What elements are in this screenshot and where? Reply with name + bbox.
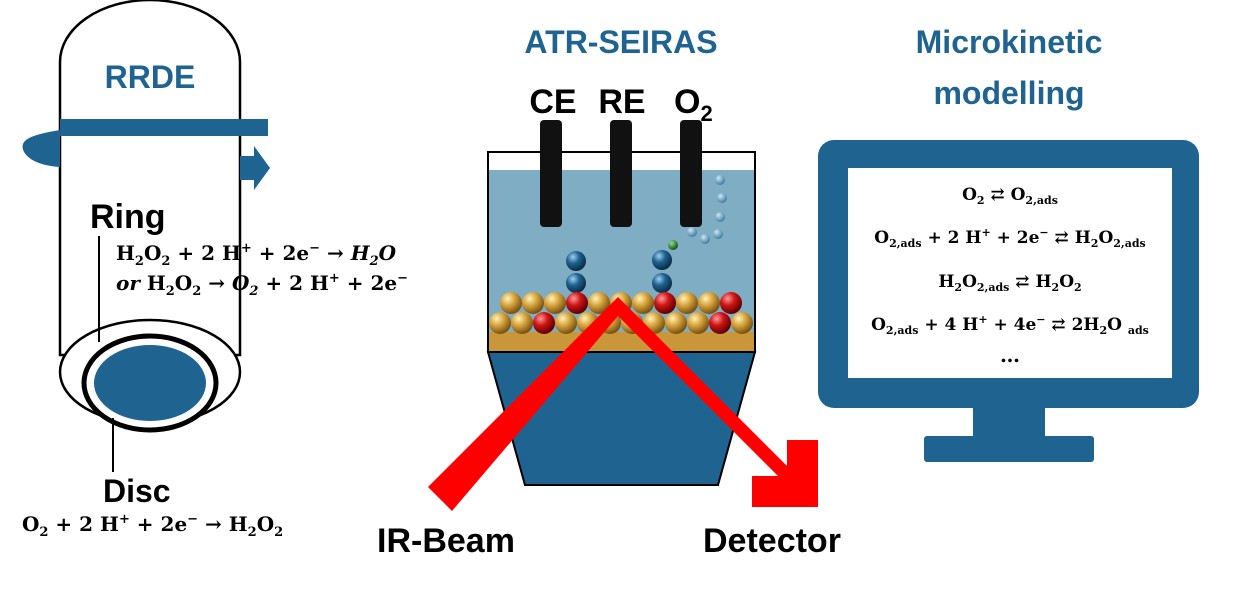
- rotation-arrow-icon: [240, 146, 270, 190]
- ir-beam-label: IR-Beam: [377, 522, 515, 560]
- re-label: RE: [598, 83, 645, 121]
- reference-electrode: [610, 120, 632, 227]
- disc-label: Disc: [103, 473, 171, 509]
- gold-film: [488, 332, 755, 352]
- ring-equation-1: H2O2 + 2 H+ + 2e− → H2O: [116, 241, 397, 269]
- counter-electrode: [540, 120, 562, 227]
- rrde-electrode-body: [58, 0, 242, 357]
- oxygen-bubbles: [687, 175, 727, 244]
- oxygen-inlet: [680, 120, 702, 227]
- seiras-panel: ATR-SEIRAS CE RE O2: [377, 24, 841, 560]
- model-equation-2: O2,ads + 2 H+ + 2e− ⇄ H2O2,ads: [874, 226, 1146, 250]
- model-equation-3: H2O2,ads ⇄ H2O2: [938, 272, 1081, 294]
- modelling-panel: Microkinetic modelling O2 ⇄ O2,ads O2,ad…: [818, 24, 1199, 462]
- rrde-title: RRDE: [105, 59, 196, 95]
- monitor-stand-base: [924, 436, 1094, 462]
- modelling-title-line2: modelling: [933, 75, 1084, 111]
- ir-beam-arrow: [428, 297, 818, 511]
- ce-label: CE: [529, 83, 576, 121]
- adsorbed-o2-molecules: [566, 240, 678, 293]
- model-equation-1: O2 ⇄ O2,ads: [962, 185, 1058, 207]
- disc-equation: O2 + 2 H+ + 2e− → H2O2: [22, 512, 283, 540]
- modelling-title-line1: Microkinetic: [916, 24, 1103, 60]
- model-equation-ellipsis: …: [1000, 343, 1020, 367]
- monitor-stand-neck: [973, 405, 1045, 438]
- rrde-panel: RRDE Ring Disc H2O2 + 2 H+ + 2e− → H2O o…: [22, 0, 408, 540]
- rotation-arrow-band: [60, 119, 268, 136]
- disc-electrode: [94, 345, 206, 421]
- rotation-arrow-back: [22, 130, 60, 167]
- ring-equation-2: or H2O2 → O2 + 2 H+ + 2e−: [116, 271, 408, 299]
- monitor-screen: [848, 168, 1172, 378]
- seiras-title: ATR-SEIRAS: [524, 24, 717, 60]
- o2-label: O2: [674, 83, 713, 126]
- ring-label: Ring: [90, 198, 166, 236]
- detector-label: Detector: [703, 522, 841, 560]
- model-equation-4: O2,ads + 4 H+ + 4e− ⇄ 2H2O ads: [871, 313, 1149, 337]
